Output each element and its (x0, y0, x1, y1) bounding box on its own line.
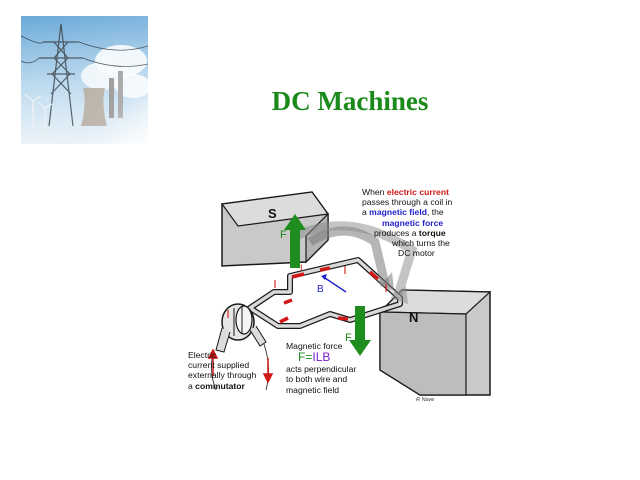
caption-left: Electric current supplied externally thr… (188, 350, 278, 391)
caption-left-commutator: commutator (195, 380, 245, 391)
caption-top-line3a: a (362, 207, 370, 218)
force-arrow-up (284, 214, 306, 268)
credit-label: R Nave (416, 397, 435, 403)
caption-top-line6: which turns the (392, 238, 450, 249)
dc-motor-diagram (207, 191, 492, 396)
caption-top: When electric current passes through a c… (362, 187, 492, 258)
pole-s-label: S (268, 206, 277, 221)
magnetic-field-arrow (321, 274, 347, 293)
caption-left-line3: externally through (188, 370, 257, 381)
pole-n-label: N (409, 310, 419, 325)
rotation-arrows (294, 221, 418, 304)
caption-top-magnetic-force: magnetic force (382, 217, 444, 228)
magnet-south-pole (220, 191, 330, 267)
caption-top-line2: passes through a coil in (362, 197, 453, 208)
caption-top-torque: torque (418, 227, 446, 238)
caption-top-line3b: , the (426, 207, 444, 218)
power-plant-photo (21, 16, 148, 144)
caption-top-line5a: produces a (374, 227, 419, 238)
caption-bottom: Magnetic force F=ILB acts perpendicular … (286, 341, 386, 395)
magnet-north-pole (378, 289, 492, 396)
force-label-top: F (280, 229, 287, 241)
caption-bottom-line4: to both wire and (286, 374, 348, 385)
formula-equals: = (305, 350, 313, 365)
field-label: B (317, 284, 324, 295)
force-label-bottom: F (345, 332, 352, 344)
current-arrows (207, 348, 274, 384)
caption-top-line1: When (362, 187, 387, 197)
formula-ilb: ILB (312, 350, 331, 365)
caption-top-line7: DC motor (398, 248, 435, 259)
caption-left-line2: current supplied (188, 360, 250, 371)
current-label: I (300, 263, 303, 273)
formula-f: F (298, 350, 306, 365)
force-arrow-down (349, 306, 371, 356)
caption-left-line4a: a (188, 380, 196, 391)
current-ticks (227, 266, 387, 318)
caption-bottom-line5: magnetic field (286, 384, 340, 395)
force-formula: F=ILB (286, 351, 386, 364)
caption-left-line1: Electric (188, 350, 217, 360)
slide-title: DC Machines (271, 86, 429, 116)
caption-top-magnetic-field: magnetic field (369, 207, 427, 218)
caption-bottom-line3: acts perpendicular (286, 364, 357, 375)
caption-bottom-line1: Magnetic force (286, 341, 343, 351)
caption-top-electric-current: electric current (386, 187, 449, 197)
